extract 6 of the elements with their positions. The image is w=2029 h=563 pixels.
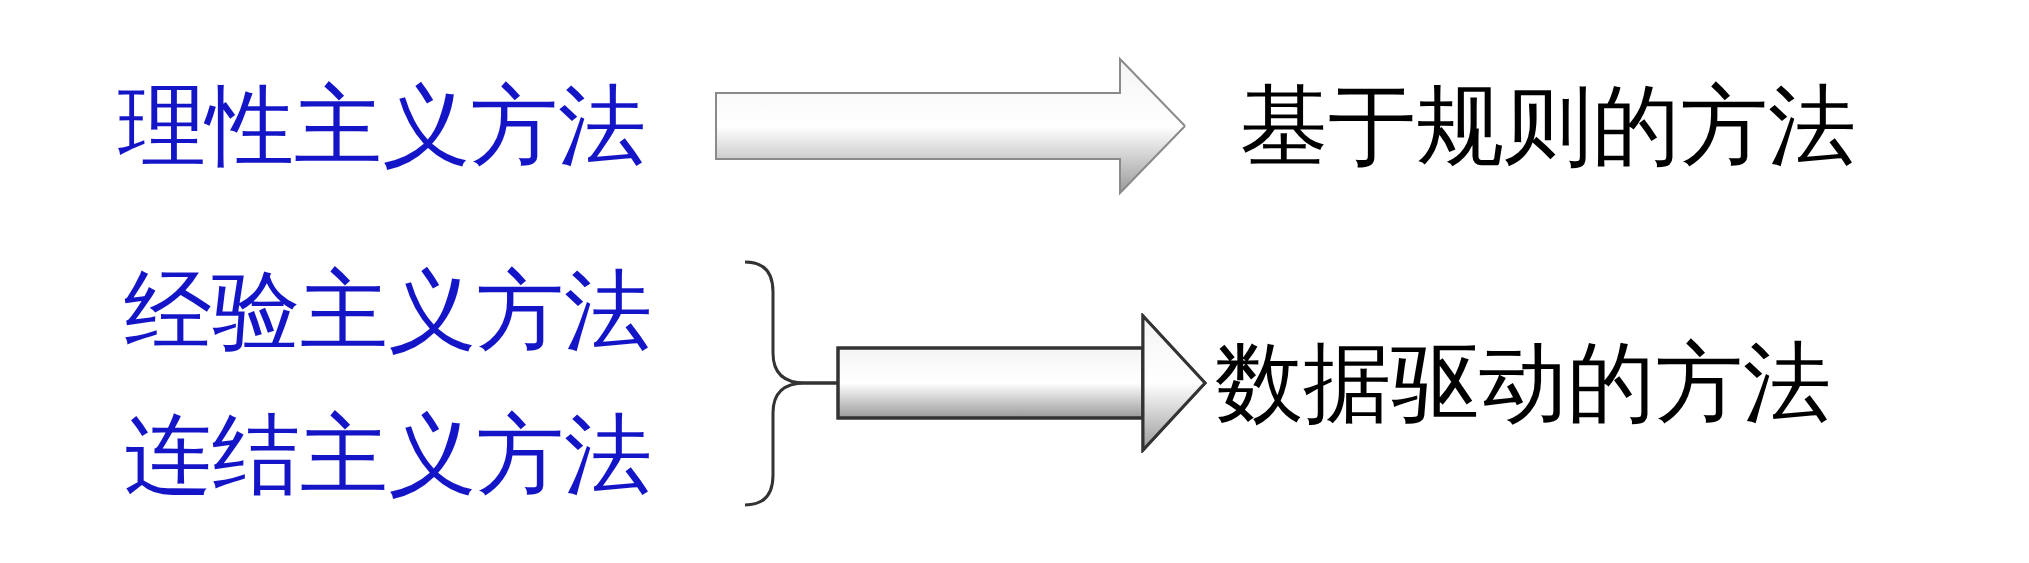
block-arrow — [715, 56, 1187, 196]
text-label: 理性主义方法 — [118, 71, 646, 181]
text-label: 经验主义方法 — [124, 256, 652, 366]
text-label: 基于规则的方法 — [1240, 71, 1856, 181]
text-label: 连结主义方法 — [124, 400, 652, 510]
text-label: 数据驱动的方法 — [1215, 328, 1831, 438]
